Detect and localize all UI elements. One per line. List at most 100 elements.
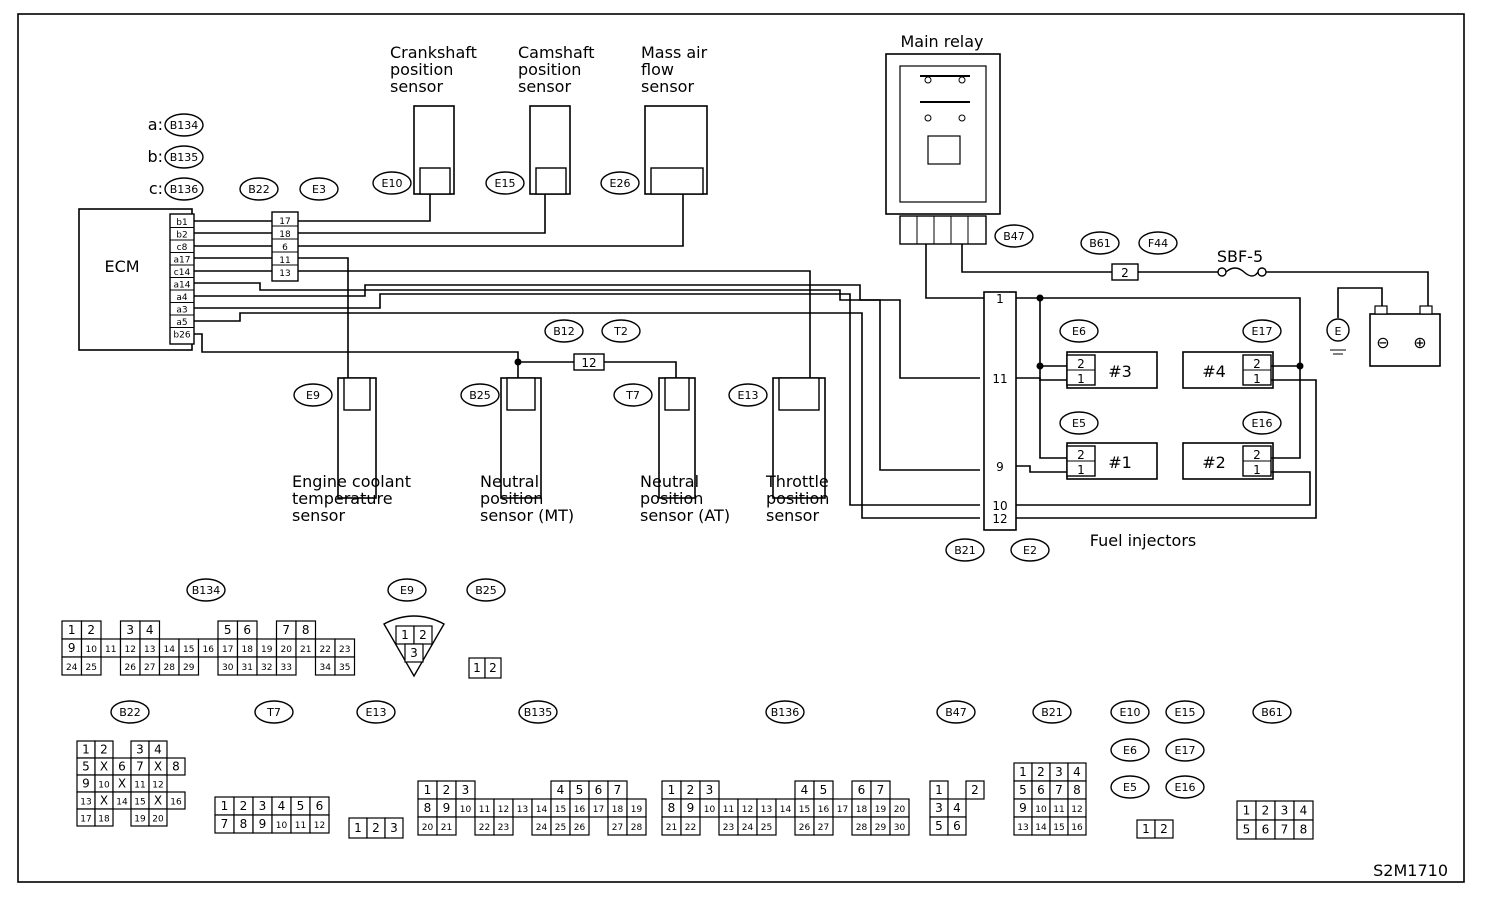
connector-cell-label: 15 xyxy=(799,805,810,815)
camshaft-sensor-connector xyxy=(535,167,567,195)
injector-4-label: #4 xyxy=(1202,362,1226,381)
conn-tag-E13-label: E13 xyxy=(738,389,759,402)
connector-cell-label: 2 xyxy=(1262,804,1270,818)
battery-terminal xyxy=(1374,305,1388,315)
injector-pin-bottom: 1 xyxy=(1253,463,1261,477)
ground-icon xyxy=(1326,318,1350,342)
connector-cell-label: 5 xyxy=(576,783,584,797)
connector-cell-label: 16 xyxy=(574,805,586,815)
wire-inj2 xyxy=(1016,471,1311,506)
connector-cell-label: 30 xyxy=(222,663,234,673)
diagram-border xyxy=(17,13,1465,883)
conn-tag-E13 xyxy=(728,383,768,407)
conn-tag-E5-label: E5 xyxy=(1072,417,1086,430)
ect-label-2: sensor xyxy=(292,506,345,525)
crankshaft-label-0: Crankshaft xyxy=(390,43,477,62)
connector-cell-label: 16 xyxy=(203,645,215,655)
legend-tag-B134-label: B134 xyxy=(192,584,221,597)
connector-cell-label: 7 xyxy=(136,760,144,774)
ect-label-1: temperature xyxy=(292,489,393,508)
connector-cell-label: 16 xyxy=(170,798,182,808)
legend-tag-B22-label: B22 xyxy=(119,706,141,719)
connector-cell-label: 23 xyxy=(723,823,734,833)
connector-cell-label: 9 xyxy=(259,817,267,831)
wire-injector-supply xyxy=(1039,298,1067,459)
legend-tag-B21 xyxy=(1032,700,1072,724)
connector-cell-label: 8 xyxy=(424,801,432,815)
wire-camshaft xyxy=(298,194,546,234)
connector-cell-label: 27 xyxy=(144,663,155,673)
legend-tag-E9 xyxy=(387,578,427,602)
conn-tag-E15 xyxy=(485,171,525,195)
connector-B22-E3 xyxy=(271,211,299,282)
ecm-key-ref-B134-label: B134 xyxy=(170,119,199,132)
connector-cell-label: 14 xyxy=(536,805,548,815)
ecm-key-0: a: xyxy=(148,115,163,134)
main-relay-label: Main relay xyxy=(900,32,983,51)
connector-cell-label: 10 xyxy=(1035,805,1047,815)
conn-tag-B12 xyxy=(544,319,584,343)
connector-cell-label: 19 xyxy=(134,815,146,825)
connector-cell-label: 25 xyxy=(86,663,97,673)
legend-tag-B136 xyxy=(765,700,805,724)
connector-cell-label: 30 xyxy=(894,823,906,833)
connector-cell-label: 2 xyxy=(1037,765,1045,779)
connector-cell-label: 33 xyxy=(281,663,292,673)
connector-cell-label: 16 xyxy=(1071,823,1083,833)
connector-cell-label: 1 xyxy=(401,628,409,642)
np_mt-sensor-connector xyxy=(506,377,536,411)
connector-cell-label: 4 xyxy=(801,783,809,797)
ecm-key-ref-B135-label: B135 xyxy=(170,151,199,164)
connector-cell-label: 34 xyxy=(320,663,332,673)
relay-terminal xyxy=(924,76,932,84)
connector-cell-label: 18 xyxy=(612,805,624,815)
conn-tag-T2-label: T2 xyxy=(613,325,628,338)
ecm-pin-a17: a17 xyxy=(174,256,191,266)
junction-dot xyxy=(1296,362,1304,370)
crankshaft-sensor-connector xyxy=(419,167,451,195)
legend-tag-E10-label: E10 xyxy=(1120,706,1141,719)
connector-cell xyxy=(404,643,424,663)
legend-tag-B25 xyxy=(466,578,506,602)
connector-cell-label: 1 xyxy=(473,661,481,675)
connector-cell-label: 8 xyxy=(1073,783,1081,797)
connector-cell xyxy=(1293,819,1314,840)
connector-cell-label: 20 xyxy=(152,815,164,825)
connector-cell xyxy=(334,656,356,676)
legend-tag-E13 xyxy=(356,700,396,724)
connector-cell-label: 2 xyxy=(240,799,248,813)
connector-cell-label: 5 xyxy=(224,623,232,637)
connector-cell-label: 10 xyxy=(86,645,98,655)
maf-label-1: flow xyxy=(641,60,674,79)
wire-injector-2 xyxy=(194,293,980,506)
connector-cell-label: 8 xyxy=(302,623,310,637)
connector-cell-label: 7 xyxy=(1055,783,1063,797)
connector-cell-label: 11 xyxy=(105,645,116,655)
main-relay-inner xyxy=(899,65,987,203)
tps-label-2: sensor xyxy=(766,506,819,525)
connector-cell-label: 27 xyxy=(612,823,623,833)
connector-cell-label: 7 xyxy=(221,817,229,831)
connector-cell-label: 12 xyxy=(314,821,325,831)
connector-cell-label: 6 xyxy=(1037,783,1045,797)
connector-cell xyxy=(148,808,168,827)
connector-cell-label: 7 xyxy=(1281,823,1289,837)
conn-tag-E16 xyxy=(1242,411,1282,435)
connector-cell-label: 14 xyxy=(116,798,128,808)
connector-cell xyxy=(756,816,777,836)
connector-cell-label: 10 xyxy=(276,821,288,831)
connector-cell-label: 3 xyxy=(1281,804,1289,818)
junction-dot xyxy=(1036,294,1044,302)
connector-B12-T2 xyxy=(573,353,605,371)
connector-cell-label: X xyxy=(100,760,108,774)
connector-cell xyxy=(626,816,647,836)
injector-pin-top: 2 xyxy=(1253,357,1261,371)
ect-sensor-connector xyxy=(343,377,371,411)
connector-cell-label: X xyxy=(154,794,162,808)
connector-cell-label: 8 xyxy=(1300,823,1308,837)
connector-cell-label: 12 xyxy=(742,805,753,815)
relay-box-pin-17: 17 xyxy=(279,217,290,227)
connector-cell-label: 15 xyxy=(134,798,145,808)
